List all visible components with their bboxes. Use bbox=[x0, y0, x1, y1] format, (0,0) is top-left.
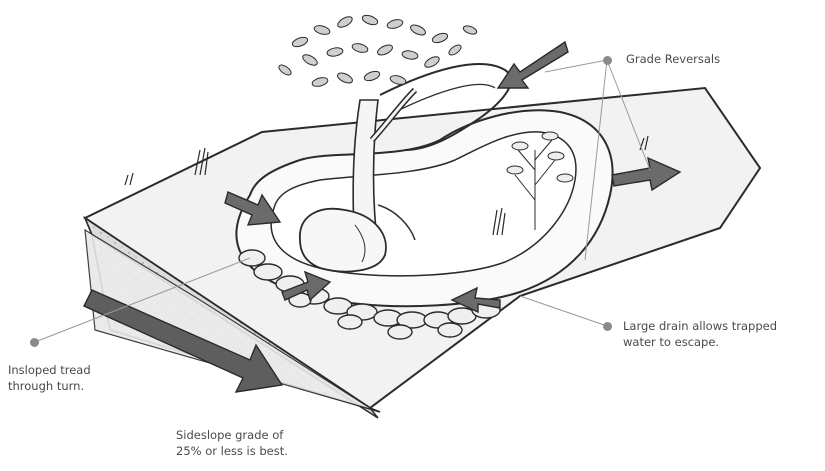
insloped-tread-label: Insloped tread through turn. bbox=[8, 362, 91, 394]
grade-reversals-label: Grade Reversals bbox=[626, 51, 720, 67]
sideslope-label: Sideslope grade of 25% or less is best. bbox=[176, 427, 288, 459]
insloped-tread-dot bbox=[30, 338, 39, 347]
large-drain-dot bbox=[603, 322, 612, 331]
large-drain-label: Large drain allows trapped water to esca… bbox=[623, 318, 777, 350]
grade-reversals-dot bbox=[603, 56, 612, 65]
